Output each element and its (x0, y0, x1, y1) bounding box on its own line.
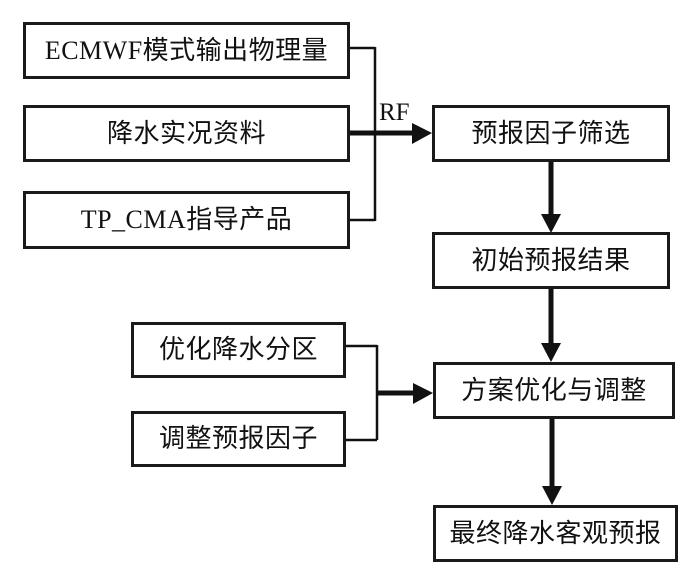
node-predictor-screening: 预报因子筛选 (432, 105, 670, 162)
arrow-screening-initial (541, 162, 561, 233)
node-tpcma-guidance-product: TP_CMA指导产品 (23, 191, 350, 249)
node-ecmwf-model-output: ECMWF模式输出物理量 (23, 22, 350, 79)
node-precip-observation-data: 降水实况资料 (23, 105, 350, 162)
node-initial-forecast-result: 初始预报结果 (432, 232, 670, 289)
arrow-initial-scheme (541, 289, 561, 362)
edge-label-rf: RF (378, 99, 411, 126)
arrow-merge-scheme (377, 383, 433, 404)
node-optimize-precip-zoning: 优化降水分区 (131, 322, 346, 378)
node-final-objective-precip-forecast: 最终降水客观预报 (433, 505, 678, 562)
node-adjust-predictors: 调整预报因子 (131, 411, 346, 467)
arrow-rf (350, 123, 432, 144)
node-scheme-optimization-adjustment: 方案优化与调整 (433, 362, 675, 419)
arrow-scheme-final (542, 419, 562, 505)
connector-middle-merge (346, 344, 379, 442)
